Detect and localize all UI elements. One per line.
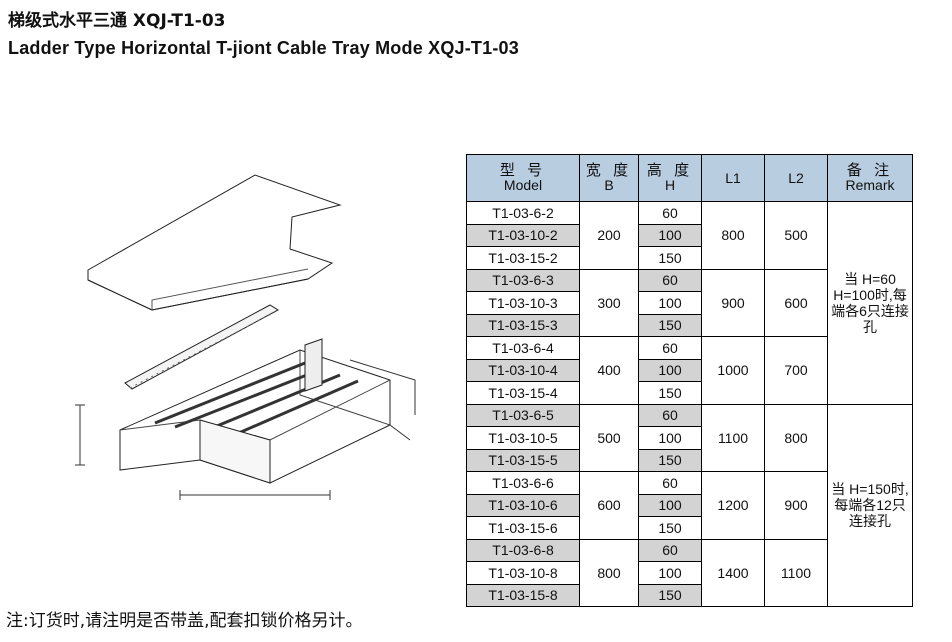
table-row: T1-03-15-4 150 — [466, 381, 913, 405]
model-cell: T1-03-15-5 — [466, 448, 580, 472]
header-height: 高 度 H — [638, 154, 702, 202]
height-cell: 60 — [638, 403, 702, 427]
table-row: T1-03-10-6 100 — [466, 493, 913, 517]
width-cell: 500 — [579, 403, 639, 472]
title-chinese: 梯级式水平三通 XQJ-T1-03 — [8, 11, 226, 31]
l1-cell: 1000 — [701, 336, 765, 405]
width-cell: 800 — [579, 538, 639, 607]
model-cell: T1-03-15-6 — [466, 516, 580, 540]
height-cell: 60 — [638, 471, 702, 495]
l1-cell: 800 — [701, 201, 765, 270]
l2-cell: 500 — [764, 201, 828, 270]
l2-cell: 800 — [764, 403, 828, 472]
model-cell: T1-03-6-3 — [466, 268, 580, 292]
height-cell: 100 — [638, 426, 702, 450]
height-cell: 60 — [638, 336, 702, 360]
model-cell: T1-03-10-4 — [466, 358, 580, 382]
height-cell: 150 — [638, 583, 702, 607]
side-rail — [124, 304, 279, 390]
table-row: T1-03-6-3 300 60 900 600 — [466, 268, 913, 337]
cover-plate — [87, 174, 342, 311]
table-row: T1-03-6-4 400 60 1000 700 — [466, 336, 913, 405]
model-cell: T1-03-10-5 — [466, 426, 580, 450]
order-note: 注:订货时,请注明是否带盖,配套扣锁价格另计。 — [6, 611, 363, 631]
table-row: T1-03-15-2 150 — [466, 246, 913, 270]
header-remark: 备 注 Remark — [827, 154, 913, 202]
model-cell: T1-03-15-8 — [466, 583, 580, 607]
header-l1: L1 — [701, 154, 765, 202]
width-cell: 300 — [579, 268, 639, 337]
model-cell: T1-03-6-2 — [466, 201, 580, 225]
table-row: T1-03-15-5 150 — [466, 448, 913, 472]
height-cell: 100 — [638, 291, 702, 315]
model-cell: T1-03-15-2 — [466, 246, 580, 270]
model-cell: T1-03-6-8 — [466, 538, 580, 562]
height-cell: 150 — [638, 381, 702, 405]
header-width: 宽 度 B — [579, 154, 639, 202]
cable-tray-drawing — [75, 174, 416, 500]
height-cell: 150 — [638, 246, 702, 270]
table-row: T1-03-10-2 100 — [466, 223, 913, 247]
l1-cell: 1200 — [701, 471, 765, 540]
branch-arm — [199, 419, 271, 484]
height-cell: 100 — [638, 493, 702, 517]
height-cell: 150 — [638, 516, 702, 540]
table-row: T1-03-6-5 500 60 1100 800 当 H=150时,每端各12… — [466, 403, 913, 607]
table-row: T1-03-10-4 100 — [466, 358, 913, 382]
l1-cell: 900 — [701, 268, 765, 337]
height-cell: 60 — [638, 538, 702, 562]
l2-cell: 600 — [764, 268, 828, 337]
title-english: Ladder Type Horizontal T-jiont Cable Tra… — [8, 38, 519, 58]
header-l2: L2 — [764, 154, 828, 202]
model-cell: T1-03-6-5 — [466, 403, 580, 427]
table-row: T1-03-6-2 200 60 800 500 当 H=60 H=100时,每… — [466, 201, 913, 405]
height-cell: 100 — [638, 358, 702, 382]
height-cell: 60 — [638, 201, 702, 225]
width-cell: 400 — [579, 336, 639, 405]
height-cell: 150 — [638, 313, 702, 337]
l2-cell: 900 — [764, 471, 828, 540]
height-cell: 100 — [638, 561, 702, 585]
model-cell: T1-03-6-6 — [466, 471, 580, 495]
width-cell: 600 — [579, 471, 639, 540]
model-cell: T1-03-15-4 — [466, 381, 580, 405]
header-model: 型 号 Model — [466, 154, 580, 202]
l1-cell: 1400 — [701, 538, 765, 607]
remark-cell-2: 当 H=150时,每端各12只连接孔 — [827, 403, 913, 607]
height-cell: 150 — [638, 448, 702, 472]
table-row: T1-03-6-6 600 60 1200 900 — [466, 471, 913, 540]
l2-cell: 1100 — [764, 538, 828, 607]
height-cell: 100 — [638, 223, 702, 247]
table-row: T1-03-15-3 150 — [466, 313, 913, 337]
model-cell: T1-03-10-2 — [466, 223, 580, 247]
table-row: T1-03-15-6 150 — [466, 516, 913, 540]
model-cell: T1-03-10-6 — [466, 493, 580, 517]
model-cell: T1-03-15-3 — [466, 313, 580, 337]
table-row: T1-03-15-8 150 — [466, 583, 913, 607]
model-cell: T1-03-10-8 — [466, 561, 580, 585]
specification-table: 型 号 Model 宽 度 B 高 度 H L1 L2 备 注 Remark T… — [466, 154, 913, 607]
l2-cell: 700 — [764, 336, 828, 405]
table-row: T1-03-6-8 800 60 1400 1100 — [466, 538, 913, 607]
height-cell: 60 — [638, 268, 702, 292]
width-cell: 200 — [579, 201, 639, 270]
table-header-row: 型 号 Model 宽 度 B 高 度 H L1 L2 备 注 Remark — [466, 154, 913, 202]
remark-cell-1: 当 H=60 H=100时,每端各6只连接孔 — [827, 201, 913, 405]
l1-cell: 1100 — [701, 403, 765, 472]
table-row: T1-03-10-8 100 — [466, 561, 913, 585]
model-cell: T1-03-10-3 — [466, 291, 580, 315]
model-cell: T1-03-6-4 — [466, 336, 580, 360]
